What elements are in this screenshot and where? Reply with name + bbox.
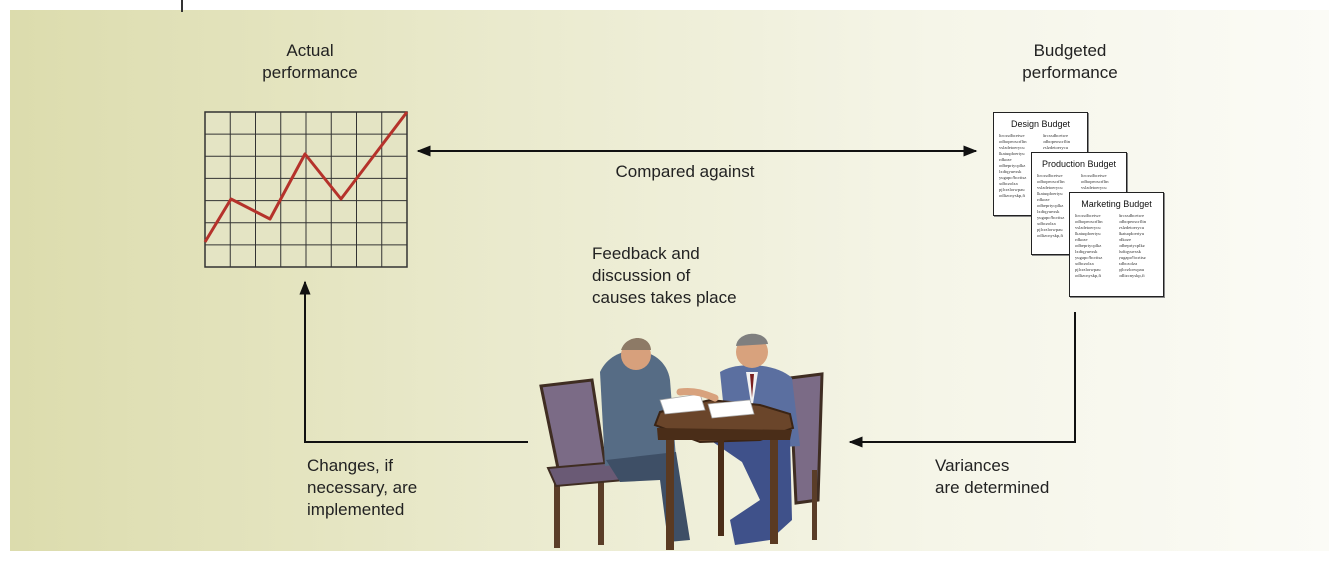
business-meeting-illustration	[539, 333, 824, 550]
changes-arrow	[299, 280, 528, 443]
actual-performance-label: Actual performance	[262, 41, 358, 82]
compared-against-label: Compared against	[615, 162, 755, 181]
variance-arrow	[848, 312, 1076, 448]
marketing-budget-document: Marketing Budget ltrcxsdbcetwe odbopeosc…	[1069, 192, 1164, 297]
top-divider	[181, 0, 183, 12]
line-chart-icon	[203, 111, 409, 268]
variances-label: Variances are determined	[935, 456, 1050, 497]
production-budget-title: Production Budget	[1041, 159, 1117, 169]
design-budget-title: Design Budget	[1010, 119, 1071, 129]
changes-label: Changes, if necessary, are implemented	[307, 456, 418, 519]
budgeted-performance-label: Budgeted performance	[1022, 41, 1118, 82]
marketing-budget-text: ltrcxsdbcetwe odbopeoscrfltn vslzdetoery…	[1075, 213, 1147, 278]
marketing-budget-title: Marketing Budget	[1081, 199, 1152, 209]
performance-trend-line	[203, 111, 409, 243]
feedback-label: Feedback and discussion of causes takes …	[592, 244, 737, 307]
